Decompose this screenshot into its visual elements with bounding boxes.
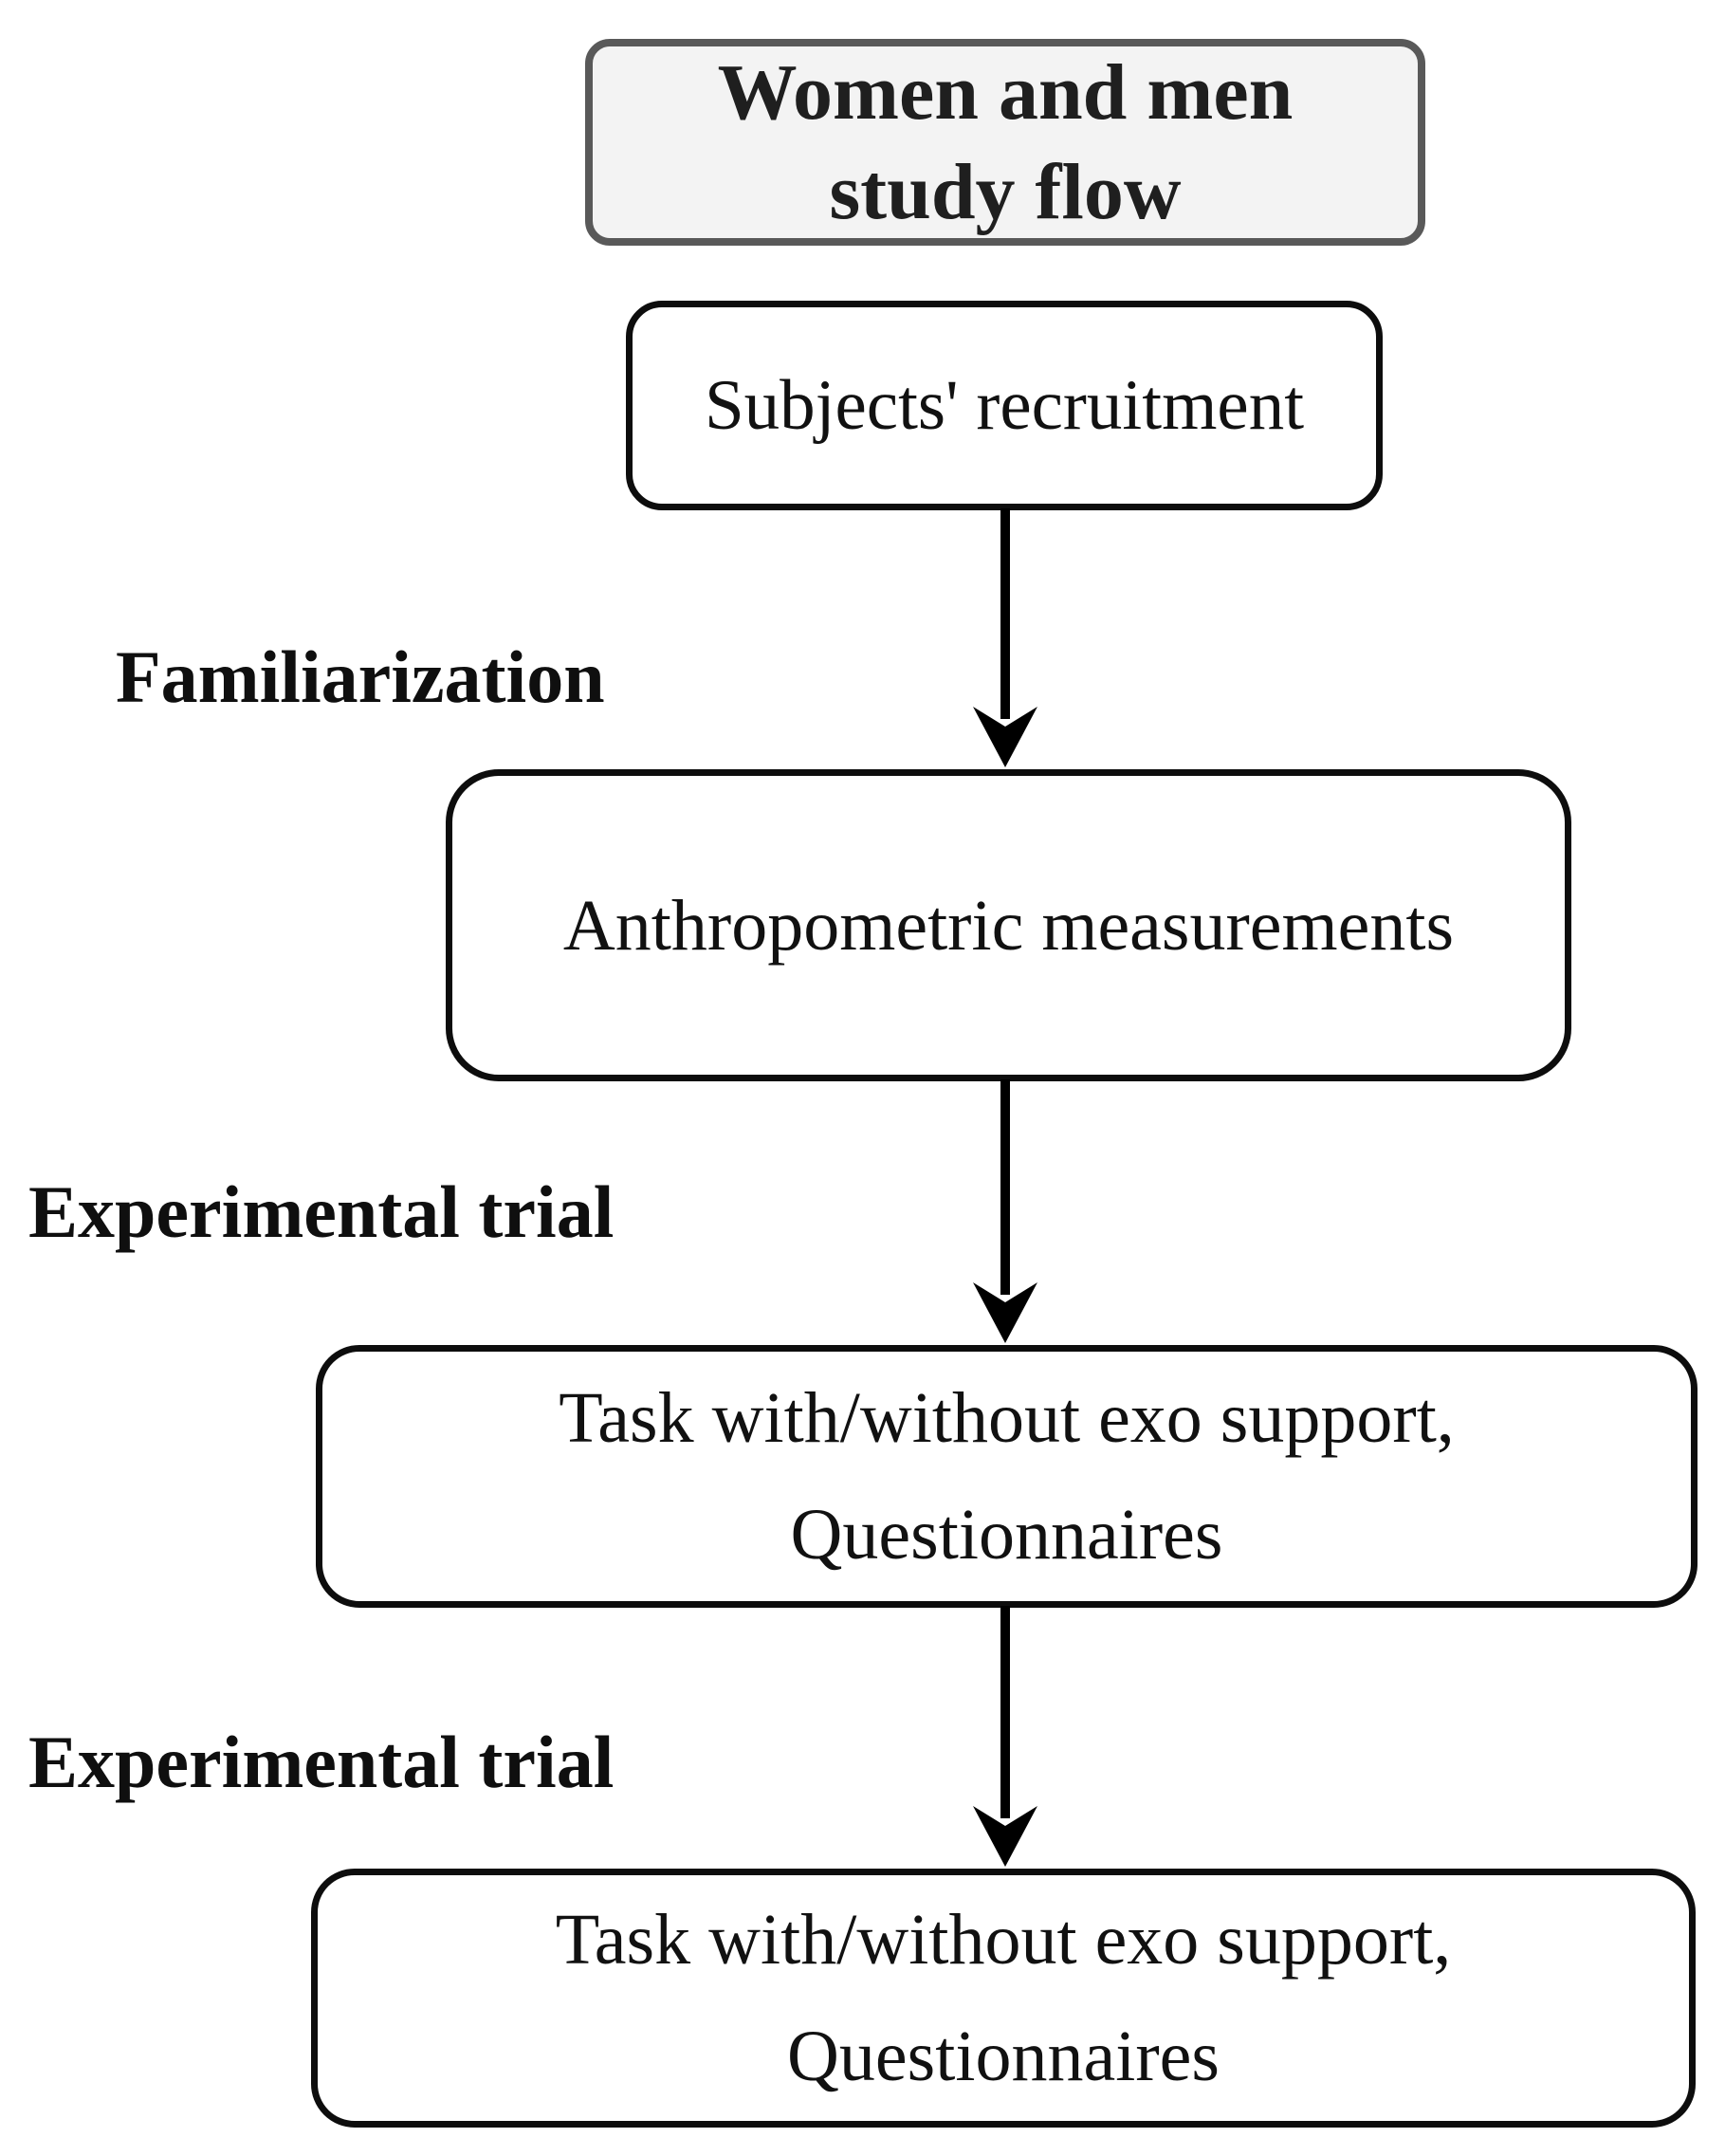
- node-subjects-recruitment-label: Subjects' recruitment: [704, 366, 1305, 445]
- node-anthropometric-measurements: Anthropometric measurements: [446, 769, 1571, 1081]
- node-experimental-task-2: Task with/without exo support, Questionn…: [311, 1869, 1696, 2128]
- stage-label-familiarization: Familiarization: [116, 636, 605, 718]
- node-experimental-task-1-line-2: Questionnaires: [790, 1494, 1223, 1575]
- node-experimental-task-1-line-1: Task with/without exo support,: [559, 1377, 1455, 1458]
- stage-label-experimental-trial-1: Experimental trial: [28, 1170, 615, 1253]
- title-line-1: Women and men: [717, 48, 1294, 137]
- node-anthropometric-measurements-label: Anthropometric measurements: [562, 885, 1455, 966]
- node-experimental-task-2-line-1: Task with/without exo support,: [555, 1899, 1452, 1980]
- node-experimental-task-2-line-2: Questionnaires: [787, 2016, 1220, 2096]
- node-subjects-recruitment: Subjects' recruitment: [626, 301, 1383, 510]
- node-experimental-task-1: Task with/without exo support, Questionn…: [316, 1345, 1697, 1608]
- stage-label-experimental-trial-2: Experimental trial: [28, 1721, 615, 1803]
- title-box: Women and men study flow: [585, 39, 1425, 246]
- down-arrow-icon: [973, 508, 1037, 767]
- title-line-2: study flow: [829, 148, 1182, 236]
- down-arrow-icon: [973, 1079, 1037, 1343]
- down-arrow-icon: [973, 1606, 1037, 1867]
